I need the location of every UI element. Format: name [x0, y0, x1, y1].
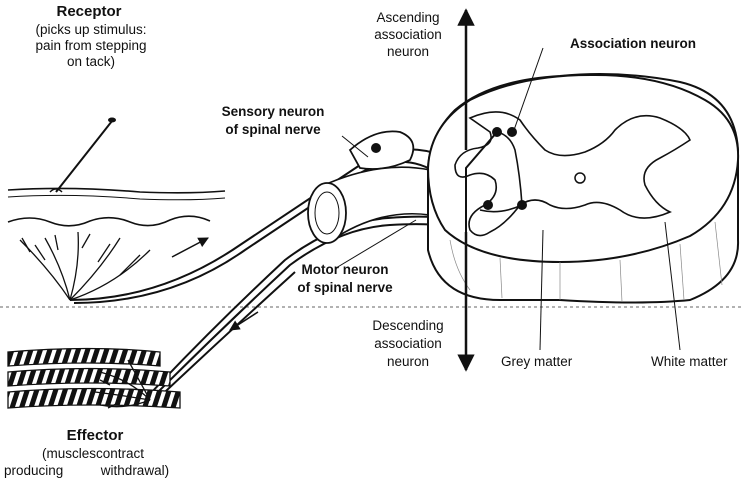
sensory-dendrites	[20, 232, 150, 300]
receptor-title: Receptor	[14, 4, 164, 19]
motor-neuron-label-2: of spinal nerve	[280, 280, 410, 295]
sensory-neuron-label-2: of spinal nerve	[198, 122, 348, 137]
sensory-neuron-label-1: Sensory neuron	[198, 104, 348, 119]
effector-title: Effector	[40, 428, 150, 443]
descending-label-1: Descending	[354, 318, 462, 333]
central-canal	[575, 173, 585, 183]
muscle-effector	[8, 349, 180, 409]
receptor-line-3: on tack)	[2, 54, 180, 69]
white-matter-label: White matter	[651, 354, 728, 369]
spinal-cord	[428, 74, 738, 303]
motor-neuron-label-1: Motor neuron	[280, 262, 410, 277]
ascending-label-3: neuron	[356, 44, 460, 59]
ascending-label-2: association	[356, 27, 460, 42]
skin-surface	[8, 188, 225, 225]
ascending-label-1: Ascending	[356, 10, 460, 25]
receptor-line-1: (picks up stimulus:	[2, 22, 180, 37]
tack-icon	[50, 118, 116, 193]
descending-label-2: association	[354, 336, 462, 351]
spinal-nerve-trunk	[308, 167, 430, 243]
grey-matter-label: Grey matter	[501, 354, 572, 369]
descending-label-3: neuron	[354, 354, 462, 369]
effector-line-2: producing withdrawal)	[4, 463, 169, 478]
sensory-direction-arrow	[172, 238, 208, 257]
motor-direction-arrow	[230, 312, 258, 330]
association-neuron-label: Association neuron	[570, 36, 696, 51]
receptor-line-2: pain from stepping	[2, 38, 180, 53]
effector-line-1: (musclescontract	[18, 446, 168, 461]
